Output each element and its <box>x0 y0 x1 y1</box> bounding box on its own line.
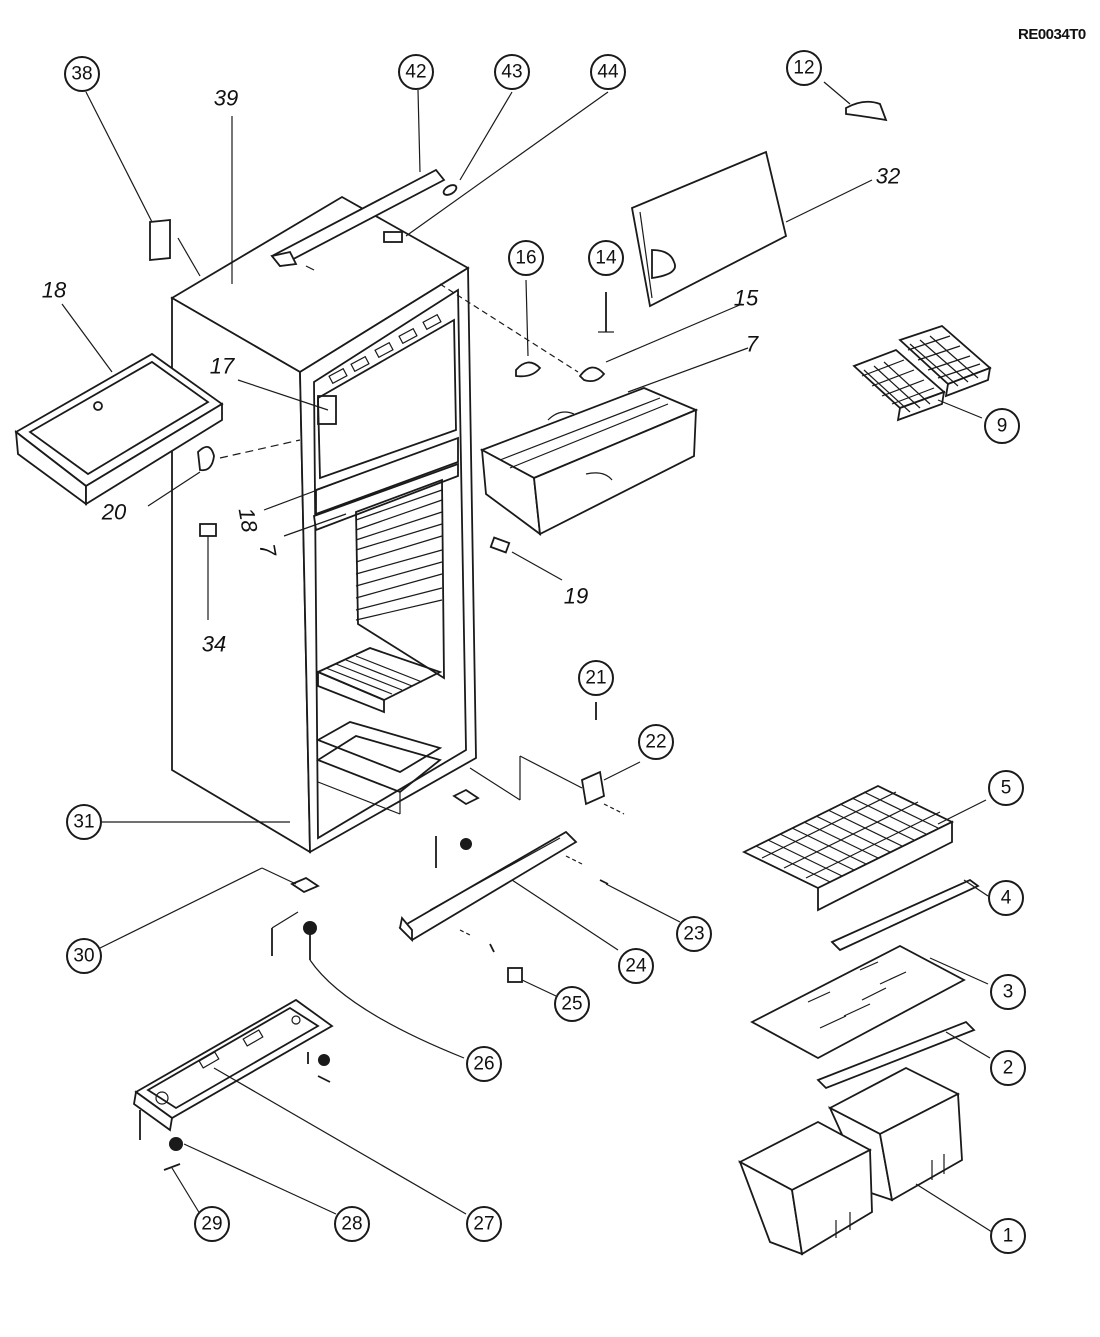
part-19-tab <box>489 536 563 581</box>
part-34-tab <box>199 523 217 620</box>
part-2-shelf-trim <box>816 1020 991 1090</box>
callout-2: 2 <box>990 1050 1026 1086</box>
callout-30: 30 <box>66 938 102 974</box>
svg-text:42: 42 <box>405 62 426 83</box>
callout-42: 42 <box>398 54 434 90</box>
part-12-handle <box>823 81 888 122</box>
label-20: 20 <box>101 500 127 525</box>
part-20-bracket <box>147 439 301 507</box>
label-39: 39 <box>214 86 238 111</box>
label-18-mid: 18 <box>234 506 263 535</box>
svg-text:9: 9 <box>997 416 1008 437</box>
label-7-top: 7 <box>746 332 759 357</box>
part-1-crisper-drawers <box>738 1066 993 1256</box>
svg-text:12: 12 <box>793 58 814 79</box>
callout-4: 4 <box>988 880 1024 916</box>
svg-text:16: 16 <box>515 248 536 269</box>
callout-9: 9 <box>984 408 1020 444</box>
svg-text:27: 27 <box>473 1214 494 1235</box>
svg-text:38: 38 <box>71 64 92 85</box>
callout-14: 14 <box>588 240 624 276</box>
svg-text:3: 3 <box>1003 982 1014 1003</box>
part-22-middle-hinge <box>469 702 641 815</box>
callout-21: 21 <box>578 660 614 696</box>
leader-7b <box>283 513 347 537</box>
leader-17 <box>237 379 329 411</box>
part-26-foot-screw <box>303 921 465 1059</box>
callout-26: 26 <box>466 1046 502 1082</box>
part-38-label-plate <box>85 91 201 277</box>
callout-1: 1 <box>990 1218 1026 1254</box>
callout-22: 22 <box>638 724 674 760</box>
label-34: 34 <box>202 632 226 657</box>
part-43-screw <box>442 91 513 196</box>
svg-text:43: 43 <box>501 62 522 83</box>
part-42-top-hinge-cover <box>270 89 446 268</box>
fridge-cabinet <box>170 195 477 854</box>
part-7-door-shelf <box>479 347 749 536</box>
callout-28: 28 <box>334 1206 370 1242</box>
label-7-mid: 7 <box>255 542 282 559</box>
label-19: 19 <box>564 584 588 609</box>
callout-12: 12 <box>786 50 822 86</box>
callout-31: 31 <box>66 804 102 840</box>
part-15-clip <box>439 283 743 383</box>
callout-3: 3 <box>990 974 1026 1010</box>
svg-text:4: 4 <box>1001 888 1012 909</box>
part-24-door-trim <box>398 830 619 953</box>
part-3-glass-shelf <box>750 944 989 1060</box>
svg-text:1: 1 <box>1003 1226 1014 1247</box>
part-14-screw <box>598 292 614 333</box>
leader-23 <box>605 883 681 923</box>
part-32-freezer-door-panel <box>630 150 873 308</box>
svg-text:22: 22 <box>645 732 666 753</box>
callout-5: 5 <box>988 770 1024 806</box>
part-23-screw <box>599 879 609 885</box>
callout-23: 23 <box>676 916 712 952</box>
callout-38: 38 <box>64 56 100 92</box>
callout-24: 24 <box>618 948 654 984</box>
part-18-freezer-door <box>14 303 224 506</box>
part-5-wire-shelf <box>741 784 987 912</box>
part-44-top-hinge <box>305 91 609 271</box>
svg-text:26: 26 <box>473 1054 494 1075</box>
part-bottom-hinge-upper <box>435 788 480 868</box>
callout-43: 43 <box>494 54 530 90</box>
svg-text:2: 2 <box>1003 1058 1014 1079</box>
label-15: 15 <box>734 286 759 311</box>
svg-text:29: 29 <box>201 1214 222 1235</box>
part-27-base-plate <box>133 998 467 1215</box>
part-25-bracket <box>507 967 557 997</box>
svg-text:28: 28 <box>341 1214 362 1235</box>
svg-text:44: 44 <box>597 62 619 83</box>
label-17: 17 <box>210 354 235 379</box>
callout-29: 29 <box>194 1206 230 1242</box>
doc-code: RE0034T0 <box>1018 26 1086 43</box>
part-29-screw <box>163 1163 201 1215</box>
svg-text:25: 25 <box>561 994 582 1015</box>
svg-text:5: 5 <box>1001 778 1012 799</box>
svg-text:14: 14 <box>595 248 617 269</box>
leader-18b <box>263 473 361 511</box>
svg-text:24: 24 <box>625 956 647 977</box>
part-28-foot <box>169 1137 337 1215</box>
svg-text:23: 23 <box>683 924 704 945</box>
svg-text:31: 31 <box>73 812 94 833</box>
svg-text:30: 30 <box>73 946 94 967</box>
label-32: 32 <box>876 164 900 189</box>
callout-27: 27 <box>466 1206 502 1242</box>
callout-25: 25 <box>554 986 590 1022</box>
callout-16: 16 <box>508 240 544 276</box>
part-16-clip <box>515 279 542 378</box>
label-18-top: 18 <box>42 278 67 303</box>
part-4-shelf-trim <box>830 878 989 952</box>
callout-44: 44 <box>590 54 626 90</box>
part-9-ice-trays <box>852 324 992 422</box>
svg-text:21: 21 <box>585 668 606 689</box>
part-30-lower-hinge <box>95 867 320 956</box>
